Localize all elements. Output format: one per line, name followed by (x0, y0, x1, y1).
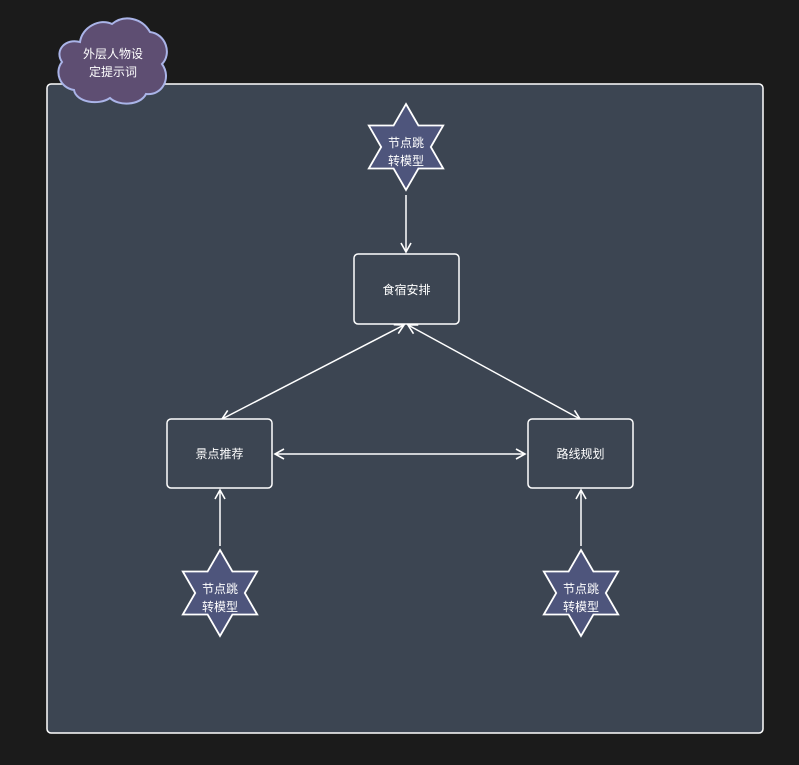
star-top-label-line2: 转模型 (388, 153, 424, 168)
node-top[interactable]: 食宿安排 (353, 253, 460, 325)
star-top[interactable]: 节点跳 转模型 (362, 102, 450, 192)
star-right-label-line1: 节点跳 (563, 582, 599, 596)
star-left[interactable]: 节点跳 转模型 (181, 548, 259, 638)
node-right[interactable]: 路线规划 (527, 418, 634, 489)
star-right-label-line2: 转模型 (563, 599, 599, 614)
cloud-shape[interactable]: 外层人物设 定提示词 (57, 17, 168, 105)
node-left-label: 景点推荐 (195, 447, 243, 461)
node-right-label: 路线规划 (556, 446, 604, 461)
star-right[interactable]: 节点跳 转模型 (542, 548, 620, 638)
cloud-label-line1: 外层人物设 (83, 47, 143, 61)
cloud-label-line2: 定提示词 (89, 64, 137, 79)
star-left-label-line1: 节点跳 (202, 582, 238, 596)
star-top-label-line1: 节点跳 (388, 136, 424, 150)
edge-top-node-left-node (220, 323, 406, 421)
node-left[interactable]: 景点推荐 (166, 418, 273, 489)
edge-top-node-right-node (406, 324, 582, 420)
node-top-label: 食宿安排 (382, 282, 430, 297)
star-left-label-line2: 转模型 (202, 599, 238, 614)
